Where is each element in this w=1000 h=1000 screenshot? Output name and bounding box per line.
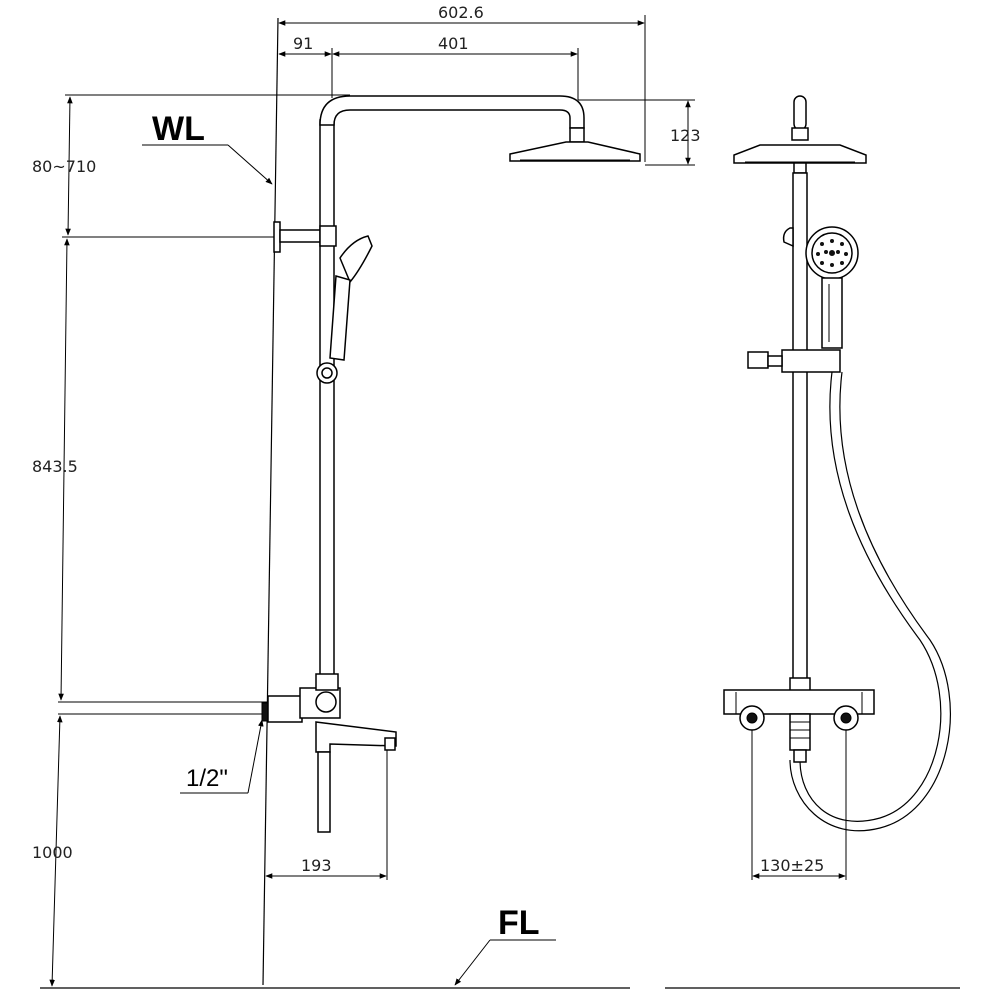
front-riser <box>792 172 808 681</box>
hand-shower-handle <box>329 275 351 361</box>
wall-elbow-plate <box>261 702 269 722</box>
dim-bracket-range: 80~710 <box>32 157 96 176</box>
slide-holder-knob-inner <box>321 367 333 379</box>
label-half-inch: 1/2" <box>186 765 228 792</box>
dim-mixer-height: 1000 <box>32 843 73 862</box>
front-head-neck <box>793 162 807 174</box>
front-hand-shower-handle <box>821 277 843 349</box>
fl-leader <box>454 939 491 986</box>
wall-bracket-clamp <box>319 225 337 247</box>
dim-arm-length: 401 <box>438 34 469 53</box>
diverter-pipe <box>317 751 331 833</box>
hose <box>799 371 942 822</box>
bath-spout <box>315 721 397 753</box>
left-inlet-inner <box>746 712 758 724</box>
dim-rail-length: 843.5 <box>32 457 78 476</box>
label-fl: FL <box>498 904 540 942</box>
mixer-knob-side <box>315 691 337 713</box>
dim-1000-line <box>49 715 63 987</box>
front-view: 130±25 <box>665 95 960 989</box>
mixer-top-collar <box>315 673 339 691</box>
front-slider-stem <box>767 355 783 367</box>
wall-bracket-plate <box>273 221 281 253</box>
dim-inlet-spacing: 130±25 <box>760 856 824 875</box>
wall-elbow <box>267 695 303 723</box>
dim-total-reach: 602.6 <box>438 3 484 22</box>
spray-nozzles <box>816 239 848 267</box>
dim-843-line <box>58 238 70 701</box>
side-view: 80~710 843.5 1000 602.6 91 401 123 WL <box>32 3 701 989</box>
front-outlet-nut <box>793 749 807 763</box>
front-slider-knob <box>747 351 769 369</box>
half-inch-leader <box>247 719 264 794</box>
wl-leader <box>227 144 273 185</box>
dim-80-710-line <box>65 96 73 236</box>
hose-inner <box>789 371 951 832</box>
front-head-connector <box>791 127 809 141</box>
dim-spout-reach: 193 <box>301 856 332 875</box>
spout-outlet <box>384 737 396 751</box>
hand-shower-side <box>339 235 373 284</box>
dim-wall-offset: 91 <box>293 34 313 53</box>
head-connector <box>569 127 585 143</box>
rain-head-side <box>509 141 641 162</box>
front-top-stub <box>793 95 807 131</box>
wall-line <box>262 17 279 986</box>
right-inlet-inner <box>840 712 852 724</box>
front-mixer-bar <box>723 689 875 715</box>
front-rain-head <box>733 144 867 164</box>
front-slider <box>781 349 841 373</box>
dim-head-height: 123 <box>670 126 701 145</box>
front-bracket <box>782 227 794 248</box>
label-wl: WL <box>152 110 205 148</box>
front-outlet-fitting <box>789 713 811 751</box>
shower-arm <box>319 95 585 129</box>
riser-pipe <box>319 119 335 686</box>
wall-bracket-arm <box>279 229 321 243</box>
